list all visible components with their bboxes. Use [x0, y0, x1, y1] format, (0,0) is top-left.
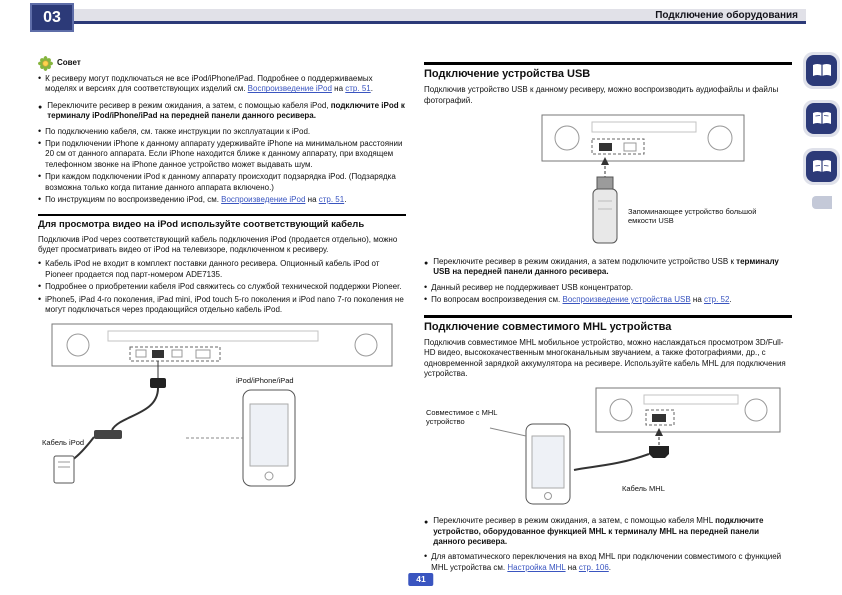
note-text: . [344, 194, 347, 204]
link-ipod-playback[interactable]: Воспроизведение iPod [247, 84, 332, 94]
bullet-icon [38, 195, 41, 205]
link-page-51[interactable]: стр. 51 [345, 84, 371, 94]
link-page-106[interactable]: стр. 106 [578, 562, 609, 572]
chapter-number: 03 [30, 3, 74, 32]
note-text: . [608, 562, 612, 572]
note-text: По подключению кабеля, см. также инструк… [45, 126, 311, 136]
ipod-device-label: iPod/iPhone/iPad [236, 376, 294, 386]
list-item: По инструкциям по воспроизведению iPod, … [38, 195, 406, 205]
ipod-cable-intro-text: Подключив iPod через соответствующий каб… [38, 234, 398, 255]
step-text-bold: подключите iPod к терминалу iPod/iPhone/… [47, 100, 405, 121]
step-text: Переключите ресивер в режим ожидания, а … [433, 256, 737, 266]
bullet-icon [424, 295, 427, 305]
usb-connect-step: Переключите ресивер в режим ожидания, а … [424, 257, 792, 278]
bullet-icon [38, 282, 41, 292]
note-text: на [565, 562, 579, 572]
list-item: По вопросам воспроизведения см. Воспроиз… [424, 295, 792, 305]
bullet-icon [38, 295, 41, 316]
note-text: iPhone5, iPad 4-го поколения, iPad mini,… [45, 294, 404, 315]
section-title-mhl: Подключение совместимого MHL устройства [424, 314, 792, 334]
note-text: на [690, 295, 704, 305]
tip-header: Совет [38, 56, 406, 71]
link-page-51[interactable]: стр. 51 [318, 194, 345, 204]
mhl-intro-text: Подключив совместимое MHL мобильное устр… [424, 337, 786, 378]
page-header-strip: Подключение оборудования [74, 9, 806, 24]
list-item: При подключении iPhone к данному аппарат… [38, 139, 406, 170]
list-item: Кабель iPod не входит в комплект поставк… [38, 259, 406, 280]
note-text: . [729, 295, 732, 305]
link-usb-playback[interactable]: Воспроизведение устройства USB [562, 295, 691, 305]
page-number-badge: 41 [408, 573, 434, 586]
step-bullet-icon [424, 516, 428, 547]
usb-connection-figure: Запоминающее устройство большой емкости … [424, 111, 792, 251]
note-text: Для автоматического переключения на вход… [431, 552, 782, 572]
mhl-connection-figure: Совместимое с MHL устройство Кабель MHL [424, 384, 792, 510]
list-item: Данный ресивер не поддерживает USB конце… [424, 283, 792, 293]
note-text: Подробнее о приобретении кабеля iPod свя… [45, 282, 402, 292]
ipod-connect-step: Переключите ресивер в режим ожидания, а … [38, 101, 406, 122]
tip-note-text: К ресиверу могут подключаться не все iPo… [45, 74, 373, 94]
margin-tab-collapsed[interactable] [811, 196, 832, 209]
bullet-icon [38, 139, 41, 170]
open-book-icon [806, 103, 837, 134]
section-title-usb: Подключение устройства USB [424, 62, 792, 81]
margin-tabs [803, 52, 840, 209]
tip-note-text: . [370, 84, 373, 94]
list-item: При каждом подключении iPod к данному ап… [38, 172, 406, 193]
tip-note-text: на [331, 84, 346, 94]
right-column: Подключение устройства USB Подключив уст… [424, 56, 792, 575]
link-page-52[interactable]: стр. 52 [703, 295, 730, 305]
note-text: на [305, 194, 319, 204]
note-text: По инструкциям по воспроизведению iPod, … [45, 194, 222, 204]
note-text: По вопросам воспроизведения см. [431, 295, 563, 305]
tip-flower-icon [38, 56, 53, 71]
link-ipod-playback[interactable]: Воспроизведение iPod [221, 194, 306, 204]
ipod-cable-label: Кабель iPod [42, 438, 85, 448]
mhl-device-label: Совместимое с MHL устройство [426, 408, 498, 427]
page-title: Подключение оборудования [655, 9, 798, 21]
bullet-icon [424, 283, 427, 293]
usb-storage-label: Запоминающее устройство большой емкости … [628, 206, 757, 225]
open-book-icon [806, 55, 837, 86]
list-item: Для автоматического переключения на вход… [424, 552, 792, 573]
bullet-icon [424, 552, 427, 573]
bullet-icon [38, 74, 41, 95]
open-book-icon [806, 151, 837, 182]
margin-tab-3[interactable] [803, 148, 840, 185]
note-text: Данный ресивер не поддерживает USB конце… [431, 282, 633, 292]
left-column: Совет К ресиверу могут подключаться не в… [38, 56, 406, 492]
usb-intro-text: Подключив устройство USB к данному ресив… [424, 85, 779, 105]
ipod-connection-figure: iPod/iPhone/iPad Кабель iPod [38, 320, 406, 492]
mhl-cable-label: Кабель MHL [622, 484, 665, 494]
tip-label: Совет [57, 58, 81, 68]
section-title-ipod-video-cable: Для просмотра видео на iPod используйте … [38, 214, 406, 230]
list-item: По подключению кабеля, см. также инструк… [38, 127, 406, 137]
step-bullet-icon [38, 101, 42, 122]
note-text: При подключении iPhone к данному аппарат… [45, 138, 403, 169]
tip-note: К ресиверу могут подключаться не все iPo… [38, 74, 406, 95]
note-text: Кабель iPod не входит в комплект поставк… [45, 259, 380, 279]
mhl-connect-step: Переключите ресивер в режим ожидания, а … [424, 516, 792, 547]
step-bullet-icon [424, 257, 428, 278]
link-mhl-setup[interactable]: Настройка MHL [507, 562, 566, 572]
bullet-icon [38, 259, 41, 280]
bullet-icon [38, 172, 41, 193]
bullet-icon [38, 127, 41, 137]
margin-tab-1[interactable] [803, 52, 840, 89]
margin-tab-2[interactable] [803, 100, 840, 137]
list-item: iPhone5, iPad 4-го поколения, iPad mini,… [38, 295, 406, 316]
note-text: При каждом подключении iPod к данному ап… [45, 172, 396, 192]
step-text-bold: терминалу USB на передней панели данного… [433, 256, 779, 277]
step-text: Переключите ресивер в режим ожидания, а … [47, 100, 331, 110]
step-text: Переключите ресивер в режим ожидания, а … [433, 516, 716, 526]
step-text-bold: подключите устройство, оборудованное фун… [433, 516, 764, 547]
list-item: Подробнее о приобретении кабеля iPod свя… [38, 282, 406, 292]
